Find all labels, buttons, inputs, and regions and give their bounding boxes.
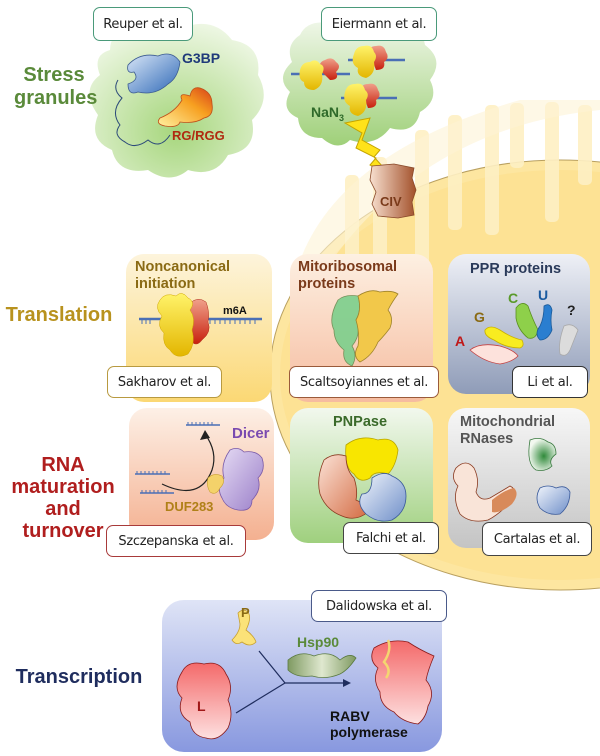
- label-nan3-subscript: 3: [339, 112, 345, 123]
- label-g3bp: G3BP: [182, 50, 221, 66]
- ref-sakharov: Sakharov et al.: [107, 366, 222, 398]
- panel-title-mito-rnases-line2: RNases: [460, 430, 514, 447]
- category-rna-maturation: RNA maturation and turnover: [2, 454, 124, 542]
- panel-title-noncanonical-line1: Noncanonical: [135, 259, 231, 275]
- rabv-polymerase-complex: [371, 640, 435, 725]
- ref-scaltsoyiannes: Scaltsoyiannes et al.: [289, 366, 439, 398]
- ref-li: Li et al.: [512, 366, 588, 398]
- label-duf283: DUF283: [165, 499, 214, 514]
- panel-title-noncanonical-line2: initiation: [135, 275, 196, 292]
- processing-arrow: [161, 433, 215, 492]
- label-ppr-g: G: [474, 309, 485, 325]
- panel-title-mitoribosomal-line2: proteins: [298, 275, 356, 292]
- panel-title-pnpase: PNPase: [333, 414, 388, 430]
- civ-complex: [369, 163, 417, 219]
- label-civ: CIV: [380, 194, 402, 209]
- panel-title-mito-rnases: Mitochondrial RNases: [460, 414, 555, 447]
- stress-granule-complexes: [291, 45, 405, 116]
- stress-granule-cloud-left: [89, 20, 264, 178]
- panel-title-mito-rnases-line1: Mitochondrial: [460, 414, 556, 430]
- label-rabv-line1: RABV: [330, 708, 370, 724]
- category-stress-granules-line1: Stress: [23, 64, 85, 86]
- ref-cartalas: Cartalas et al.: [482, 522, 592, 556]
- label-p: P: [241, 605, 250, 620]
- ref-reuper: Reuper et al.: [93, 7, 193, 41]
- category-transcription: Transcription: [15, 666, 143, 688]
- panel-title-ppr: PPR proteins: [470, 261, 562, 277]
- hsp90-protein: [287, 653, 357, 678]
- dicer-complex: [135, 422, 264, 511]
- panel-title-mitoribosomal-line1: Mitoribosomal: [298, 259, 398, 275]
- label-ppr-a: A: [455, 333, 466, 349]
- noncanonical-complex: [139, 293, 262, 357]
- label-l: L: [197, 698, 206, 714]
- arrow-head-icon: [343, 679, 351, 687]
- p-protein: [231, 609, 257, 646]
- ref-szczepanska: Szczepanska et al.: [106, 525, 246, 557]
- ref-dalidowska: Dalidowska et al.: [311, 590, 447, 622]
- rabv-graphics: [176, 609, 435, 740]
- g3bp-protein: [115, 53, 181, 146]
- category-rna-line3: and turnover: [22, 498, 104, 542]
- rg-rgg-protein: [157, 87, 213, 127]
- panel-title-mitoribosomal: Mitoribosomal proteins: [298, 259, 397, 292]
- category-rna-line1: RNA: [41, 454, 85, 476]
- label-dicer: Dicer: [232, 425, 270, 442]
- label-ppr-c: C: [508, 290, 519, 306]
- ref-eiermann: Eiermann et al.: [321, 7, 437, 41]
- l-protein: [176, 662, 232, 740]
- label-rabv-polymerase: RABV polymerase: [330, 708, 408, 740]
- label-m6a: m6A: [223, 305, 247, 317]
- label-ppr-question: ?: [567, 302, 576, 318]
- mito-rnases: [453, 438, 571, 522]
- label-nan3-text: NaN: [311, 104, 340, 120]
- label-nan3: NaN3: [311, 104, 344, 123]
- label-rabv-line2: polymerase: [330, 724, 408, 741]
- label-ppr-u: U: [538, 287, 549, 303]
- ref-falchi: Falchi et al.: [343, 522, 439, 554]
- category-stress-granules: Stress granules: [14, 64, 98, 110]
- category-stress-granules-line2: granules: [14, 87, 98, 109]
- mitoribosomal-complex: [331, 290, 399, 367]
- ppr-proteins: [469, 303, 579, 365]
- category-translation: Translation: [5, 304, 113, 326]
- category-rna-line2: maturation: [11, 476, 115, 498]
- panel-title-noncanonical: Noncanonical initiation: [135, 259, 230, 292]
- label-hsp90: Hsp90: [297, 634, 340, 650]
- label-rg-rgg: RG/RGG: [172, 128, 225, 143]
- pnpase-complex: [318, 437, 407, 522]
- stress-granule-cloud-right: [282, 16, 437, 146]
